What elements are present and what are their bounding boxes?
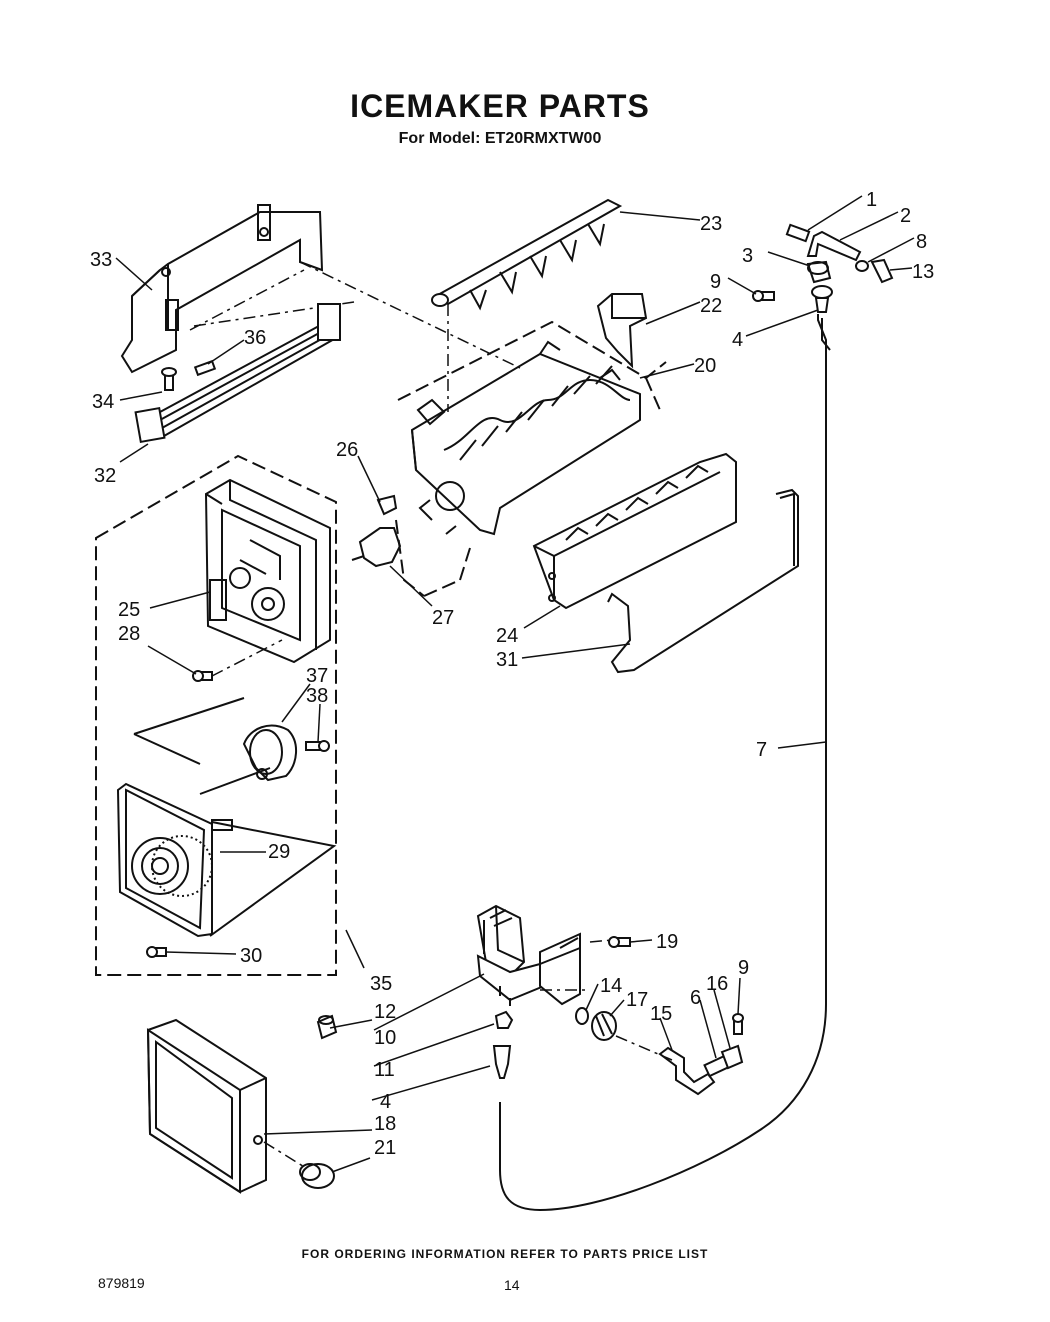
- knob-21: [263, 1141, 335, 1189]
- callout-19: 19: [656, 931, 678, 953]
- callout-24: 24: [496, 625, 518, 647]
- callout-18: 18: [374, 1113, 396, 1135]
- cover-18: [146, 1018, 267, 1194]
- leader-lines: [115, 195, 915, 1173]
- fitting-17: [591, 1011, 617, 1041]
- callout-36: 36: [244, 327, 266, 349]
- callout-23: 23: [700, 213, 722, 235]
- callout-35: 35: [370, 973, 392, 995]
- callout-25: 25: [118, 599, 140, 621]
- screw-38: [305, 740, 330, 752]
- callout-12: 12: [374, 1001, 396, 1023]
- shutoff-arm-24: [532, 452, 737, 610]
- callout-2: 2: [900, 205, 911, 227]
- screw-34: [161, 367, 177, 391]
- callout-32: 32: [94, 465, 116, 487]
- callout-14: 14: [600, 975, 622, 997]
- assembly-guide-lines: [133, 697, 245, 765]
- callout-22: 22: [700, 295, 722, 317]
- callout-10: 10: [374, 1027, 396, 1049]
- document-number: 879819: [98, 1275, 145, 1291]
- fitting-4-lower: [492, 1045, 512, 1079]
- mold-body-20: [397, 320, 667, 581]
- callout-1: 1: [866, 189, 877, 211]
- callout-11: 11: [374, 1059, 395, 1081]
- callout-27: 27: [432, 607, 454, 629]
- callout-13: 13: [912, 261, 934, 283]
- callout-29: 29: [268, 841, 290, 863]
- nut-14: [575, 1007, 589, 1025]
- callout-34: 34: [92, 391, 114, 413]
- assembly-35-boundary: [95, 454, 337, 976]
- screw-9-lower: [732, 1013, 744, 1035]
- callout-30: 30: [240, 945, 262, 967]
- control-module-25: [204, 478, 331, 664]
- nut-11: [494, 1010, 514, 1029]
- wire-arm-31: [607, 488, 799, 674]
- water-tube-7: [499, 314, 831, 1212]
- clamp-16: [720, 1044, 744, 1070]
- ordering-info-note: FOR ORDERING INFORMATION REFER TO PARTS …: [301, 1247, 709, 1261]
- clip-26: [376, 494, 398, 516]
- page-number: 14: [504, 1277, 520, 1293]
- water-valve-10: [476, 904, 613, 1006]
- callout-38: 38: [306, 685, 328, 707]
- callout-4-lower: 4: [380, 1091, 391, 1113]
- callout-9-lower: 9: [738, 957, 749, 979]
- callout-4-top: 4: [732, 329, 743, 351]
- model-subtitle: For Model: ET20RMXTW00: [398, 130, 602, 147]
- screw-36: [193, 359, 217, 377]
- callout-26: 26: [336, 439, 358, 461]
- callout-21: 21: [374, 1137, 396, 1159]
- callout-15: 15: [650, 1003, 672, 1025]
- callout-20: 20: [694, 355, 716, 377]
- callout-labels: 1 2 3 8 9 13 23 22 4 20 33 36 34 32 26 2…: [90, 189, 934, 1159]
- callout-3: 3: [742, 245, 753, 267]
- screw-19: [608, 936, 631, 948]
- callout-7: 7: [756, 739, 767, 761]
- callout-28: 28: [118, 623, 140, 645]
- ejector-23: [431, 198, 623, 412]
- fill-cup-22: [596, 293, 648, 369]
- tube-15: [615, 1035, 716, 1096]
- wiring-harness-32: [134, 303, 341, 444]
- callout-37: 37: [306, 665, 328, 687]
- thermostat-27: [351, 519, 461, 597]
- screw-30: [146, 946, 167, 958]
- callout-6: 6: [690, 987, 701, 1009]
- inlet-fittings: [752, 223, 894, 313]
- callout-31: 31: [496, 649, 518, 671]
- motor-37: [242, 724, 297, 782]
- page-title: ICEMAKER PARTS: [350, 88, 650, 124]
- wire-nut-12: [316, 1014, 338, 1040]
- support-plate-29: [116, 767, 337, 938]
- callout-33: 33: [90, 249, 112, 271]
- callout-8: 8: [916, 231, 927, 253]
- callout-16: 16: [706, 973, 728, 995]
- callout-9-top: 9: [710, 271, 721, 293]
- callout-17: 17: [626, 989, 648, 1011]
